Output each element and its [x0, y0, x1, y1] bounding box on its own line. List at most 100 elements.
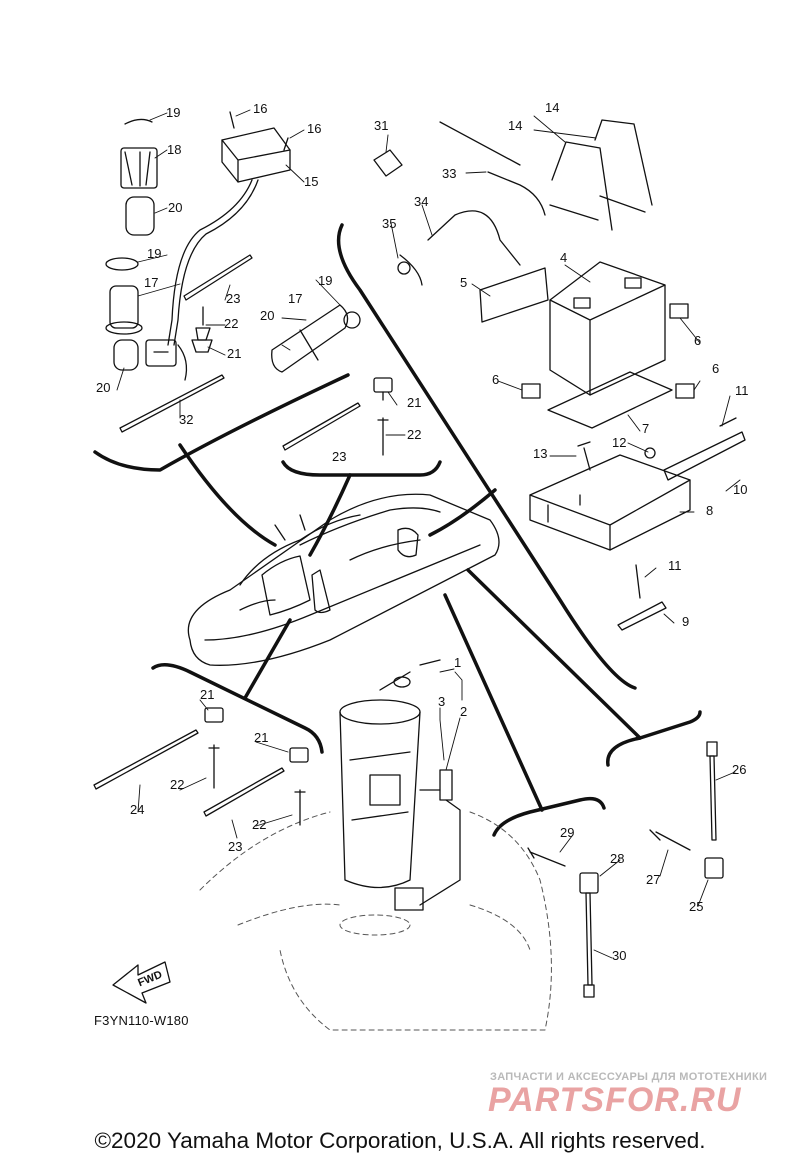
battery-pad-7	[547, 371, 673, 429]
fuse-holder-cap	[120, 118, 158, 236]
callout-24: 24	[130, 802, 144, 817]
battery-cables-33-34	[397, 121, 546, 286]
callout-22: 22	[252, 817, 266, 832]
cable-tie-26	[706, 741, 718, 841]
battery-terminal-cap-left	[105, 257, 143, 371]
callout-21: 21	[407, 395, 421, 410]
battery-pads-6	[521, 303, 695, 399]
clip-21-upper-mid	[373, 377, 393, 401]
callout-16: 16	[307, 121, 321, 136]
tank-outline	[199, 811, 552, 1031]
callout-23: 23	[332, 449, 346, 464]
callout-9: 9	[682, 614, 689, 629]
cable-tie-30	[583, 892, 595, 998]
callout-23: 23	[226, 291, 240, 306]
callout-25: 25	[689, 899, 703, 914]
callout-17: 17	[288, 291, 302, 306]
callout-bracket-right	[336, 223, 637, 690]
callout-28: 28	[610, 851, 624, 866]
callout-16: 16	[253, 101, 267, 116]
callout-20: 20	[260, 308, 274, 323]
callout-22: 22	[224, 316, 238, 331]
fuse-holder-17	[271, 304, 361, 373]
stay-9	[617, 564, 667, 631]
callout-1: 1	[454, 655, 461, 670]
fuel-pump-assembly-1	[339, 659, 441, 889]
cable-tie-32	[119, 374, 225, 433]
callout-34: 34	[414, 194, 428, 209]
callout-bracket-lower-mid	[443, 593, 606, 837]
cable-tie-23-b	[282, 402, 361, 451]
cable-tie-24	[93, 729, 199, 790]
callout-27: 27	[646, 872, 660, 887]
watermark-brand: PARTSFOR.RU	[488, 1081, 742, 1119]
fuel-sender-2-3	[394, 769, 461, 911]
callout-8: 8	[706, 503, 713, 518]
callout-32: 32	[179, 412, 193, 427]
callout-21: 21	[200, 687, 214, 702]
bolt-12-13	[577, 441, 656, 471]
callout-labels: 1234566678910111112131414151616171718191…	[96, 100, 749, 963]
callout-33: 33	[442, 166, 456, 181]
copyright-footer: ©2020 Yamaha Motor Corporation, U.S.A. A…	[94, 1128, 706, 1153]
callout-18: 18	[167, 142, 181, 157]
callout-bracket-upper-mid	[281, 460, 442, 557]
callout-30: 30	[612, 948, 626, 963]
cable-tie-23-c	[203, 767, 285, 817]
callout-20: 20	[168, 200, 182, 215]
rivet-22-lower-b	[294, 789, 306, 826]
rivet-22-lower-a	[208, 744, 220, 789]
callout-bracket-upper-left	[93, 373, 350, 547]
battery-4	[549, 261, 666, 396]
callout-3: 3	[438, 694, 445, 709]
battery-pad-5	[479, 267, 549, 323]
callout-14: 14	[508, 118, 522, 133]
rivet-27	[649, 829, 691, 851]
callout-31: 31	[374, 118, 388, 133]
leader-lines	[116, 109, 741, 959]
callout-17: 17	[144, 275, 158, 290]
callout-21: 21	[227, 346, 241, 361]
callout-12: 12	[612, 435, 626, 450]
callout-10: 10	[733, 482, 747, 497]
rivet-22-b	[377, 417, 389, 456]
callout-bracket-lower-right	[466, 568, 702, 767]
callout-15: 15	[304, 174, 318, 189]
clip-28	[579, 872, 599, 894]
callout-6: 6	[694, 333, 701, 348]
callout-13: 13	[533, 446, 547, 461]
callout-22: 22	[407, 427, 421, 442]
callout-29: 29	[560, 825, 574, 840]
callout-14: 14	[545, 100, 559, 115]
drawing-code: F3YN110-W180	[94, 1013, 189, 1028]
battery-band-14	[549, 119, 653, 231]
clip-21-lower-a	[204, 707, 224, 723]
callout-35: 35	[382, 216, 396, 231]
battery-box-8	[529, 454, 691, 551]
callout-23: 23	[228, 839, 242, 854]
callout-5: 5	[460, 275, 467, 290]
callout-6: 6	[712, 361, 719, 376]
wire-harness-connector	[145, 339, 188, 381]
callout-bracket-lower-left	[151, 618, 324, 754]
callout-2: 2	[460, 704, 467, 719]
meter-unit	[167, 111, 291, 346]
callout-19: 19	[318, 273, 332, 288]
callout-19: 19	[147, 246, 161, 261]
callout-7: 7	[642, 421, 649, 436]
callout-19: 19	[166, 105, 180, 120]
callout-11: 11	[735, 383, 749, 398]
watermark-tagline: ЗАПЧАСТИ И АКСЕССУАРЫ ДЛЯ МОТОТЕХНИКИ	[490, 1071, 768, 1083]
callout-11: 11	[668, 558, 682, 573]
callout-6: 6	[492, 372, 499, 387]
clip-and-rivet-21-22-a	[191, 306, 213, 353]
fwd-arrow	[112, 961, 171, 1004]
watercraft-hull	[187, 493, 500, 666]
fuse-31	[373, 149, 403, 177]
callout-22: 22	[170, 777, 184, 792]
callout-26: 26	[732, 762, 746, 777]
callout-4: 4	[560, 250, 567, 265]
parts-diagram: 1234566678910111112131414151616171718191…	[93, 100, 749, 1031]
clip-25	[704, 857, 724, 879]
cable-tie-23-a	[183, 254, 253, 301]
